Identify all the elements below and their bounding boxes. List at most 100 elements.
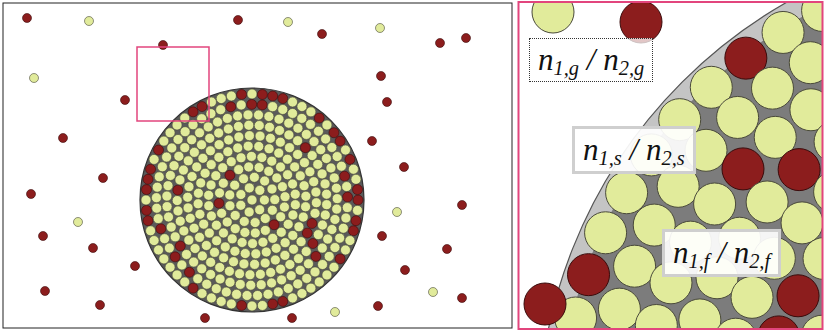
- droplet-particle: [305, 119, 315, 129]
- droplet-particle: [280, 192, 290, 202]
- droplet-particle: [302, 228, 312, 238]
- droplet-particle: [277, 182, 287, 192]
- droplet-particle: [330, 243, 340, 253]
- droplet-particle: [205, 146, 215, 156]
- droplet-particle: [234, 165, 244, 175]
- gas-particle: [368, 137, 377, 146]
- droplet-particle: [237, 237, 247, 247]
- droplet-particle: [311, 251, 321, 261]
- gas-particle: [401, 266, 410, 275]
- ratio-text: n1,s / n2,s: [583, 133, 685, 167]
- droplet-particle: [218, 163, 228, 173]
- droplet-particle: [342, 203, 352, 213]
- gas-particle: [41, 287, 50, 296]
- droplet-particle: [246, 280, 256, 290]
- surface-ratio-label: n1,s / n2,s: [572, 126, 696, 174]
- droplet-particle: [217, 208, 227, 218]
- droplet-particle: [255, 131, 265, 141]
- particle: [717, 96, 759, 138]
- droplet-particle: [254, 110, 264, 120]
- droplet-particle: [225, 277, 235, 287]
- droplet-particle: [180, 277, 190, 287]
- droplet-particle: [233, 111, 243, 121]
- droplet-particle: [322, 270, 332, 280]
- particle: [801, 315, 822, 328]
- droplet-particle: [335, 136, 345, 146]
- droplet-particle: [216, 296, 226, 306]
- droplet-particle: [206, 257, 216, 267]
- droplet-particle: [320, 210, 330, 220]
- droplet-particle: [288, 210, 298, 220]
- droplet-particle: [351, 174, 361, 184]
- droplet-particle: [232, 289, 242, 299]
- droplet-particle: [216, 94, 226, 104]
- droplet-particle: [278, 104, 288, 114]
- droplet-particle: [322, 200, 332, 210]
- droplet-particle: [164, 212, 174, 222]
- droplet-particle: [268, 102, 278, 112]
- droplet-particle: [340, 245, 350, 255]
- droplet-particle: [247, 195, 257, 205]
- droplet-particle: [173, 185, 183, 195]
- droplet-particle: [235, 269, 245, 279]
- particle: [789, 42, 822, 84]
- droplet-particle: [165, 170, 175, 180]
- droplet-particle: [162, 202, 172, 212]
- gas-particle: [59, 134, 68, 143]
- droplet-particle: [192, 162, 202, 172]
- droplet-particle: [247, 301, 257, 311]
- droplet-particle: [276, 264, 286, 274]
- droplet-particle: [309, 177, 319, 187]
- particle: [803, 238, 822, 280]
- droplet-particle: [154, 245, 164, 255]
- particle: [802, 3, 822, 31]
- droplet-particle: [258, 237, 268, 247]
- droplet-particle: [353, 195, 363, 205]
- droplet-particle: [260, 176, 270, 186]
- droplet-particle: [303, 259, 313, 269]
- droplet-particle: [179, 226, 189, 236]
- droplet-particle: [224, 135, 234, 145]
- droplet-particle: [254, 141, 264, 151]
- droplet-particle: [269, 220, 279, 230]
- droplet-particle: [326, 163, 336, 173]
- particle: [679, 299, 721, 328]
- droplet-particle: [159, 254, 169, 264]
- droplet-particle: [257, 90, 267, 100]
- fluid-ratio-label: n1,f / n2,f: [662, 229, 781, 277]
- droplet-particle: [223, 124, 233, 134]
- droplet-particle: [297, 113, 307, 123]
- droplet-particle: [324, 251, 334, 261]
- droplet-particle: [230, 210, 240, 220]
- droplet-particle: [244, 183, 254, 193]
- droplet-particle: [215, 188, 225, 198]
- droplet-particle: [225, 170, 235, 180]
- droplet-particle: [166, 222, 176, 232]
- gas-particle: [318, 30, 327, 39]
- particle: [585, 212, 627, 254]
- droplet-particle: [167, 143, 177, 153]
- droplet-particle: [184, 267, 194, 277]
- droplet-particle: [222, 113, 232, 123]
- droplet-particle: [338, 223, 348, 233]
- droplet-particle: [289, 244, 299, 254]
- droplet-particle: [237, 90, 247, 100]
- gas-particle: [436, 39, 445, 48]
- droplet-particle: [323, 234, 333, 244]
- droplet-particle: [260, 225, 270, 235]
- droplet-particle: [173, 134, 183, 144]
- droplet-particle: [313, 230, 323, 240]
- droplet-particle: [348, 164, 358, 174]
- droplet-particle: [260, 214, 270, 224]
- droplet-particle: [274, 125, 284, 135]
- droplet-particle: [156, 224, 166, 234]
- droplet-particle: [294, 222, 304, 232]
- droplet-particle: [170, 252, 180, 262]
- droplet-particle: [322, 120, 332, 130]
- droplet-particle: [146, 226, 156, 236]
- particle: [598, 288, 640, 328]
- droplet-particle: [172, 196, 182, 206]
- droplet-particle: [218, 228, 228, 238]
- droplet-particle: [143, 174, 153, 184]
- droplet-particle: [268, 299, 278, 309]
